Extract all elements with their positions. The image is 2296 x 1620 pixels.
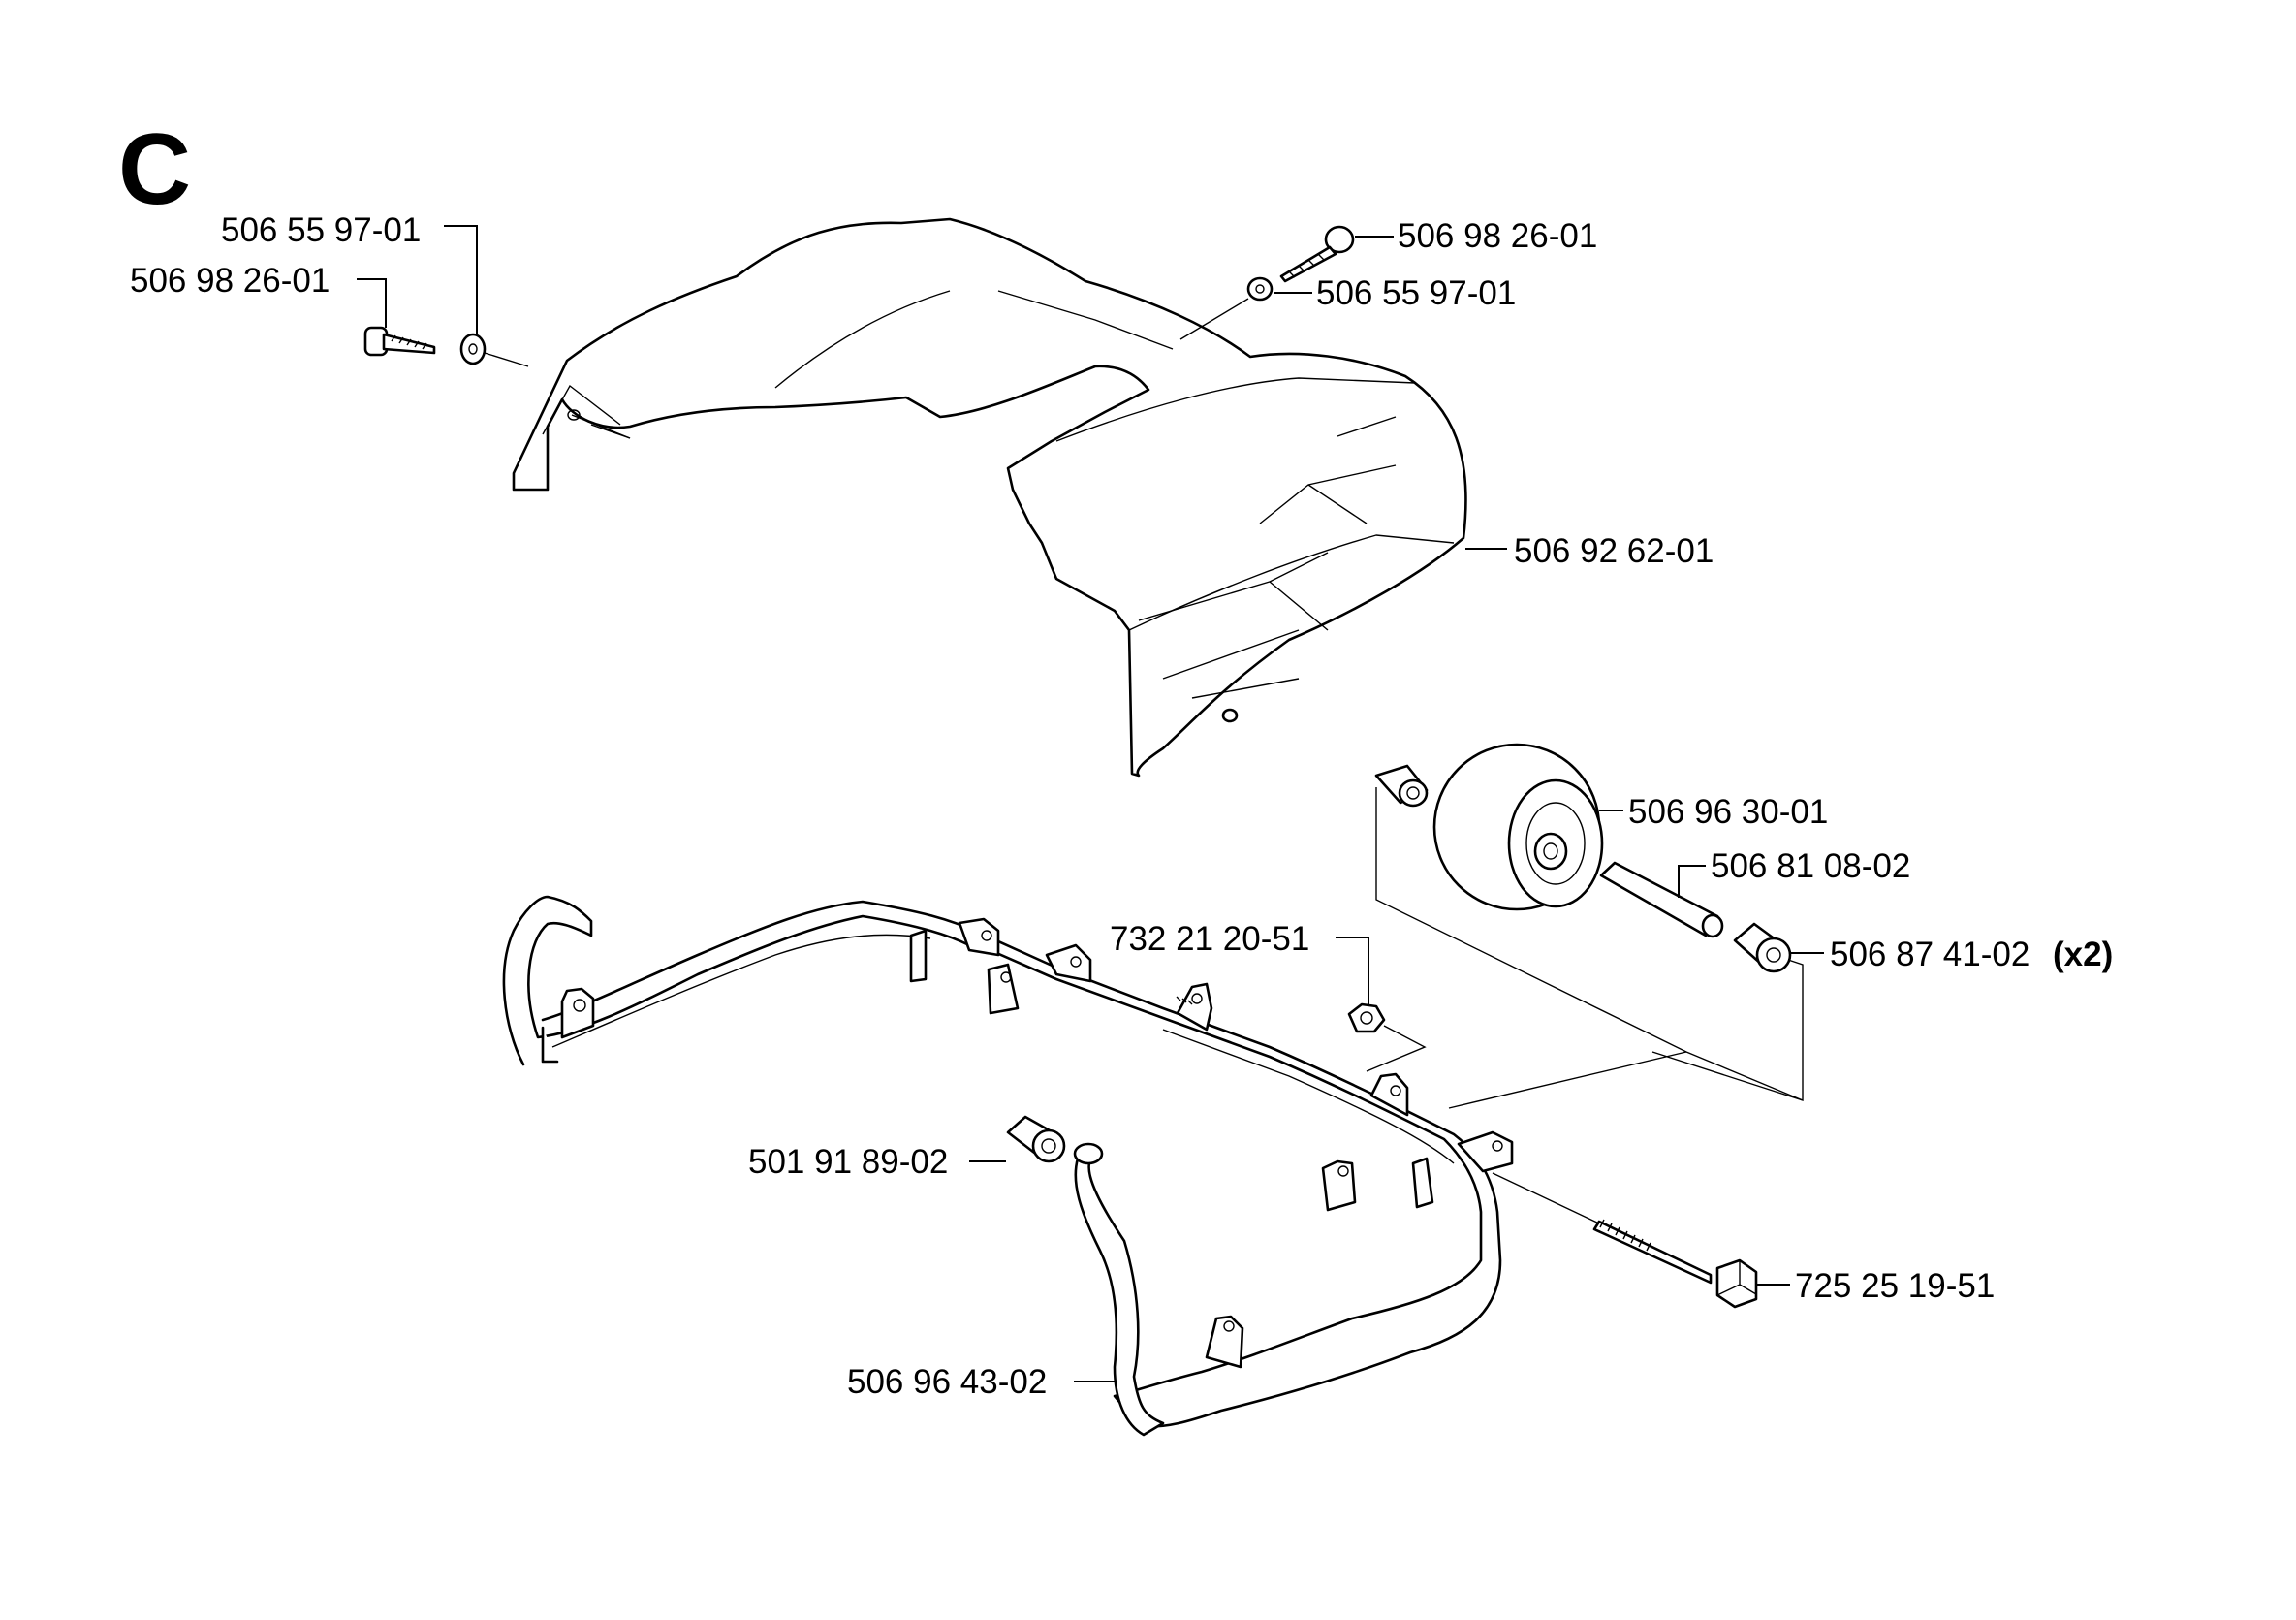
cover-shield [512, 217, 1467, 778]
screw-left [363, 326, 436, 357]
nut [1347, 1002, 1386, 1033]
washer-left [459, 333, 487, 365]
label-axle: 506 81 08-02 [1711, 847, 1910, 885]
spacer [1733, 922, 1792, 973]
bolt [1592, 1219, 1758, 1309]
frame [502, 895, 1514, 1437]
label-cover: 506 92 62-01 [1514, 532, 1714, 570]
label-frame: 506 96 43-02 [847, 1363, 1047, 1401]
leader-lines [357, 225, 1824, 1382]
screw-right [1279, 225, 1355, 283]
label-screw-right: 506 98 26-01 [1398, 217, 1597, 255]
label-bolt: 725 25 19-51 [1795, 1267, 1995, 1305]
label-wheel: 506 96 30-01 [1628, 793, 1828, 831]
label-washer-left: 506 55 97-01 [221, 211, 421, 249]
label-nut: 732 21 20-51 [1110, 920, 1309, 958]
bushing [1006, 1115, 1066, 1163]
label-bushing: 501 91 89-02 [748, 1143, 948, 1181]
label-washer-right: 506 55 97-01 [1316, 274, 1516, 312]
label-spacer-qty: (x2) [2053, 936, 2113, 973]
wheel [1432, 743, 1604, 911]
washer-right [1246, 276, 1274, 302]
axle [1599, 861, 1724, 938]
label-screw-left: 506 98 26-01 [130, 262, 330, 300]
wheel-bushing [1374, 764, 1429, 808]
label-spacer: 506 87 41-02 [1830, 936, 2029, 973]
section-letter: C [118, 113, 191, 226]
